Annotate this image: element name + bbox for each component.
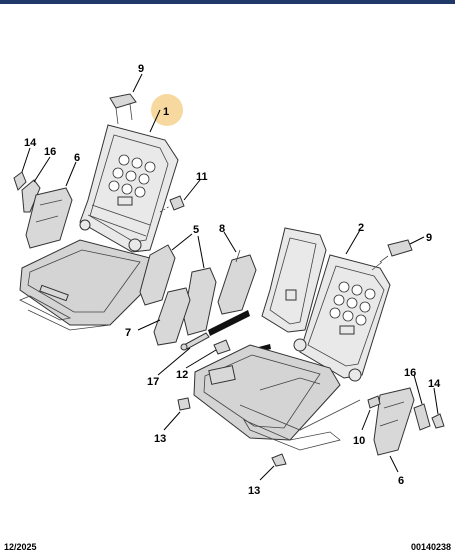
clip-10[interactable] — [367, 395, 381, 409]
header-bar — [0, 0, 455, 4]
footer-reference: 00140238 — [410, 542, 451, 552]
side-cover-right-6[interactable] — [373, 387, 415, 456]
footer-date: 12/2025 — [4, 542, 37, 552]
callout-12: 12 — [176, 369, 188, 381]
side-trim-right-16[interactable] — [413, 403, 431, 431]
side-cover-7[interactable] — [153, 287, 191, 346]
callout-5: 5 — [193, 224, 199, 236]
side-cover-8[interactable] — [217, 249, 257, 315]
headrest-guide-top[interactable] — [109, 93, 137, 125]
rod-17[interactable] — [180, 332, 210, 351]
highlight-circle — [151, 94, 183, 126]
callout-8: 8 — [219, 223, 225, 235]
callout-7: 7 — [125, 327, 131, 339]
headrest-guide-right[interactable] — [371, 239, 413, 271]
callout-13-left: 13 — [154, 433, 166, 445]
callout-1: 1 — [163, 106, 169, 118]
side-cover-5-a[interactable] — [139, 244, 176, 306]
clip-12[interactable] — [213, 339, 231, 355]
side-trim-right-14[interactable] — [431, 413, 445, 429]
callout-16-left: 16 — [44, 146, 56, 158]
seat-frame-left[interactable] — [19, 124, 179, 331]
callout-9-right: 9 — [426, 232, 432, 244]
side-cover-left-6[interactable] — [25, 187, 73, 249]
side-trim-left-14[interactable] — [13, 171, 27, 191]
clip-13-bottom[interactable] — [271, 453, 287, 467]
seat-frame-right[interactable] — [193, 227, 391, 451]
callout-6-left: 6 — [74, 152, 80, 164]
clip-13-left[interactable] — [177, 397, 191, 411]
callout-2: 2 — [358, 222, 364, 234]
callout-17: 17 — [147, 376, 159, 388]
callout-16-right: 16 — [404, 367, 416, 379]
callout-6-right: 6 — [398, 475, 404, 487]
callout-9-top: 9 — [138, 63, 144, 75]
callout-11: 11 — [196, 171, 208, 183]
clip-11[interactable] — [159, 195, 185, 213]
callout-10: 10 — [353, 435, 365, 447]
callout-13-bottom: 13 — [248, 485, 260, 497]
callout-14-right: 14 — [428, 378, 441, 390]
callout-14-left: 14 — [24, 137, 37, 149]
